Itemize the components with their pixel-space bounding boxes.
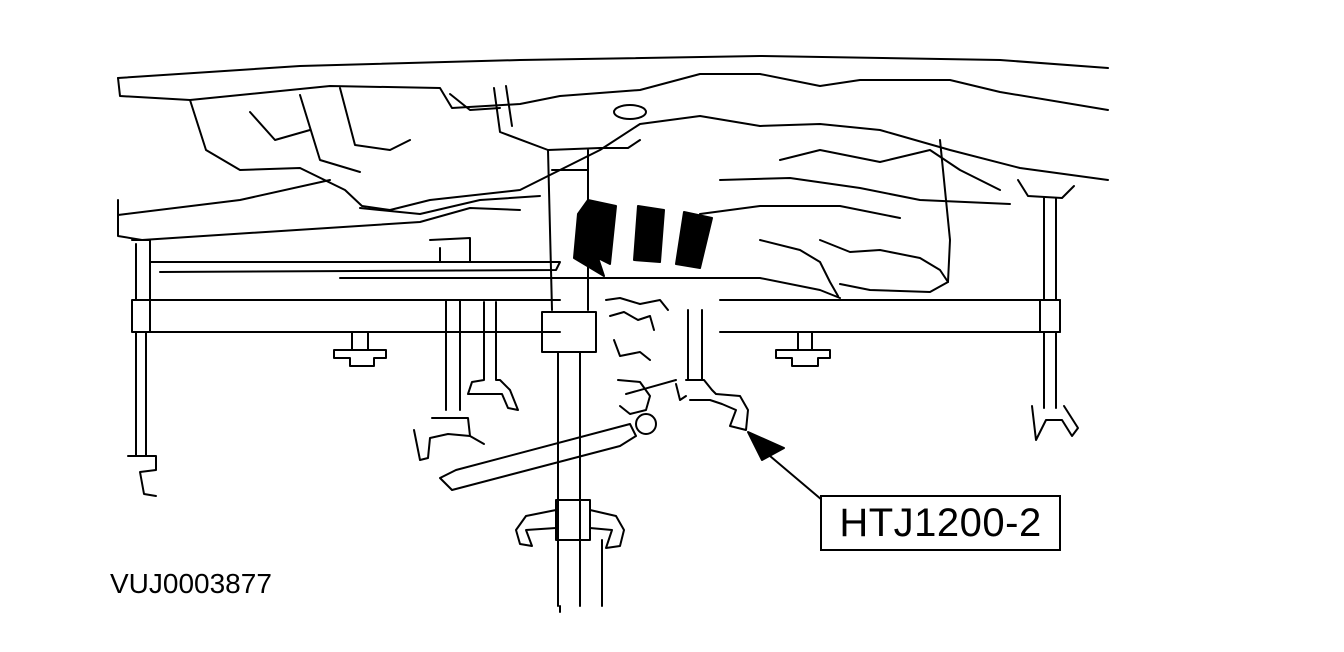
tool-callout-box: HTJ1200-2 [820,495,1061,551]
figure-id-label: VUJ0003877 [110,568,272,599]
right-support-arm [1017,179,1079,441]
direction-arrow-icon [573,199,713,277]
center-mechanism [439,297,749,491]
jack-column [493,85,641,613]
left-support-arm [127,239,157,497]
left-inner-leg [413,299,519,461]
tool-callout-label: HTJ1200-2 [839,501,1042,545]
support-frame [139,237,1061,333]
callout-leader [747,431,823,501]
support-pads [333,331,831,367]
vehicle-underbody [117,55,1109,297]
